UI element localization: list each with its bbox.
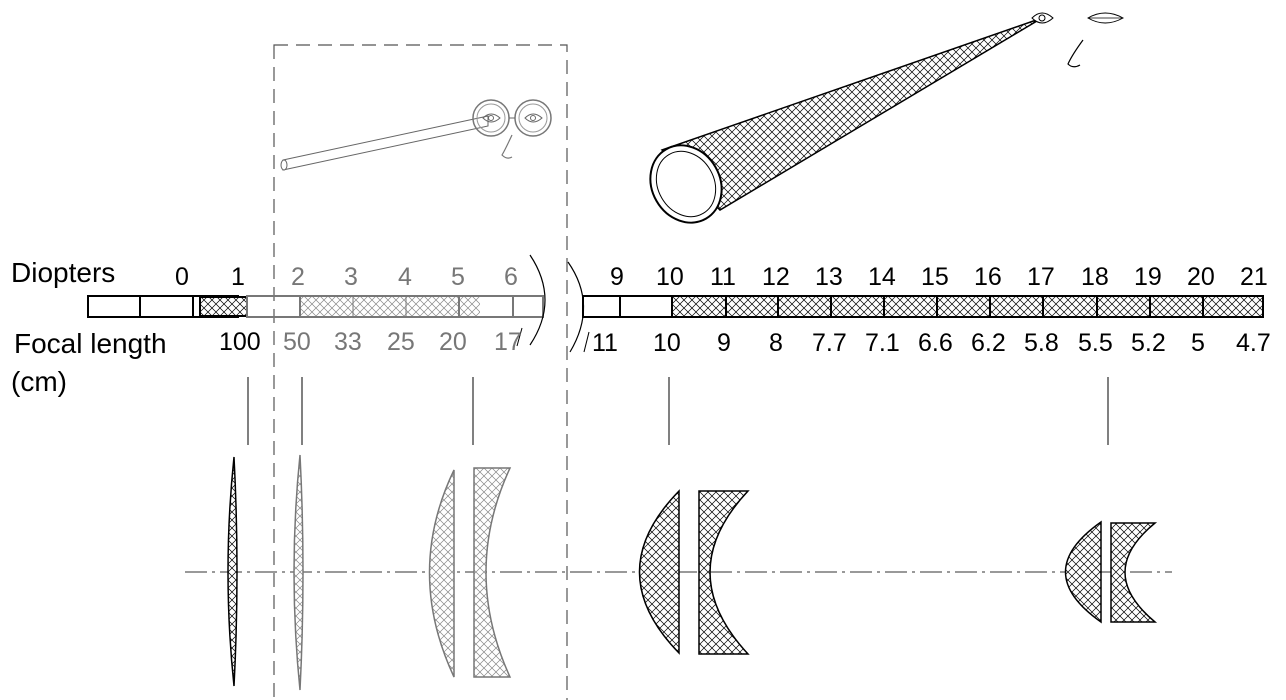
lens-18-diopter-meniscus <box>1110 522 1158 623</box>
diopters-label: Diopters <box>11 257 116 288</box>
focal-length-tick-label: 33 <box>334 328 362 356</box>
lens-2-diopter <box>293 454 304 691</box>
focal-length-tick-label: 50 <box>283 328 311 356</box>
lens-5-diopter-convex <box>428 469 455 678</box>
diopter-tick-label: 10 <box>656 263 684 291</box>
focal-length-label: Focal length <box>14 328 167 359</box>
focal-length-tick-label: 5.2 <box>1131 329 1166 357</box>
focal-length-tick-label: 6.6 <box>918 329 953 357</box>
focal-length-tick-label: 100 <box>219 328 261 356</box>
diopter-tick-label: 12 <box>762 263 790 291</box>
focal-length-tick-label: 11 <box>592 329 618 357</box>
lens-10-diopter-convex <box>638 489 680 655</box>
diopter-tick-label: 4 <box>398 263 412 291</box>
lens-5-diopter-meniscus <box>473 467 512 678</box>
diopter-tick-label: 3 <box>344 263 358 291</box>
diopter-tick-label: 0 <box>175 263 189 291</box>
diopter-tick-label: 9 <box>610 263 624 291</box>
diopter-tick-label: 13 <box>815 263 843 291</box>
focal-length-tick-label: 9 <box>717 329 731 357</box>
focal-separator <box>516 327 523 347</box>
diopter-tick-label: 16 <box>974 263 1002 291</box>
lens-10-diopter-meniscus <box>698 490 750 655</box>
diopter-scale-right <box>582 295 1264 318</box>
diopter-tick-label: 21 <box>1240 263 1268 291</box>
scale-break-right <box>567 261 585 353</box>
diopter-tick-label: 20 <box>1187 263 1215 291</box>
magnifier-illustration <box>649 12 1125 224</box>
focal-length-tick-label: 10 <box>653 329 681 357</box>
focal-length-tick-label: 5.5 <box>1078 329 1113 357</box>
focal-length-tick-label: 20 <box>439 328 467 356</box>
focal-length-tick-label: 25 <box>387 328 415 356</box>
focal-length-tick-label: 17 <box>494 328 522 356</box>
scale-break-left <box>529 254 546 346</box>
diopter-tick-label: 11 <box>710 263 736 291</box>
diopter-tick-label: 19 <box>1134 263 1162 291</box>
diopter-tick-label: 15 <box>921 263 949 291</box>
diopter-tick-label: 5 <box>451 263 465 291</box>
diopter-tick-label: 1 <box>231 263 245 291</box>
focal-length-tick-label: 5.8 <box>1024 329 1059 357</box>
focal-length-tick-label: 7.7 <box>812 329 847 357</box>
diopter-tick-label: 2 <box>291 263 305 291</box>
focal-length-tick-label: 7.1 <box>865 329 900 357</box>
lens-1-diopter <box>227 456 238 687</box>
diopter-tick-label: 18 <box>1081 263 1109 291</box>
focal-length-tick-label: 5 <box>1191 329 1205 357</box>
diopter-scale-left <box>87 295 544 318</box>
focal-length-tick-label: 8 <box>769 329 783 357</box>
focal-separator <box>583 331 590 353</box>
diopter-tick-label: 14 <box>868 263 896 291</box>
diopter-tick-label: 6 <box>504 263 518 291</box>
magnifier-range-box <box>273 44 568 700</box>
cm-label: (cm) <box>11 366 67 397</box>
focal-length-tick-label: 6.2 <box>971 329 1006 357</box>
lens-18-diopter-convex <box>1064 520 1102 624</box>
spectacles-illustration <box>280 99 552 171</box>
focal-length-tick-label: 4.7 <box>1236 329 1271 357</box>
diopter-tick-label: 17 <box>1027 263 1055 291</box>
